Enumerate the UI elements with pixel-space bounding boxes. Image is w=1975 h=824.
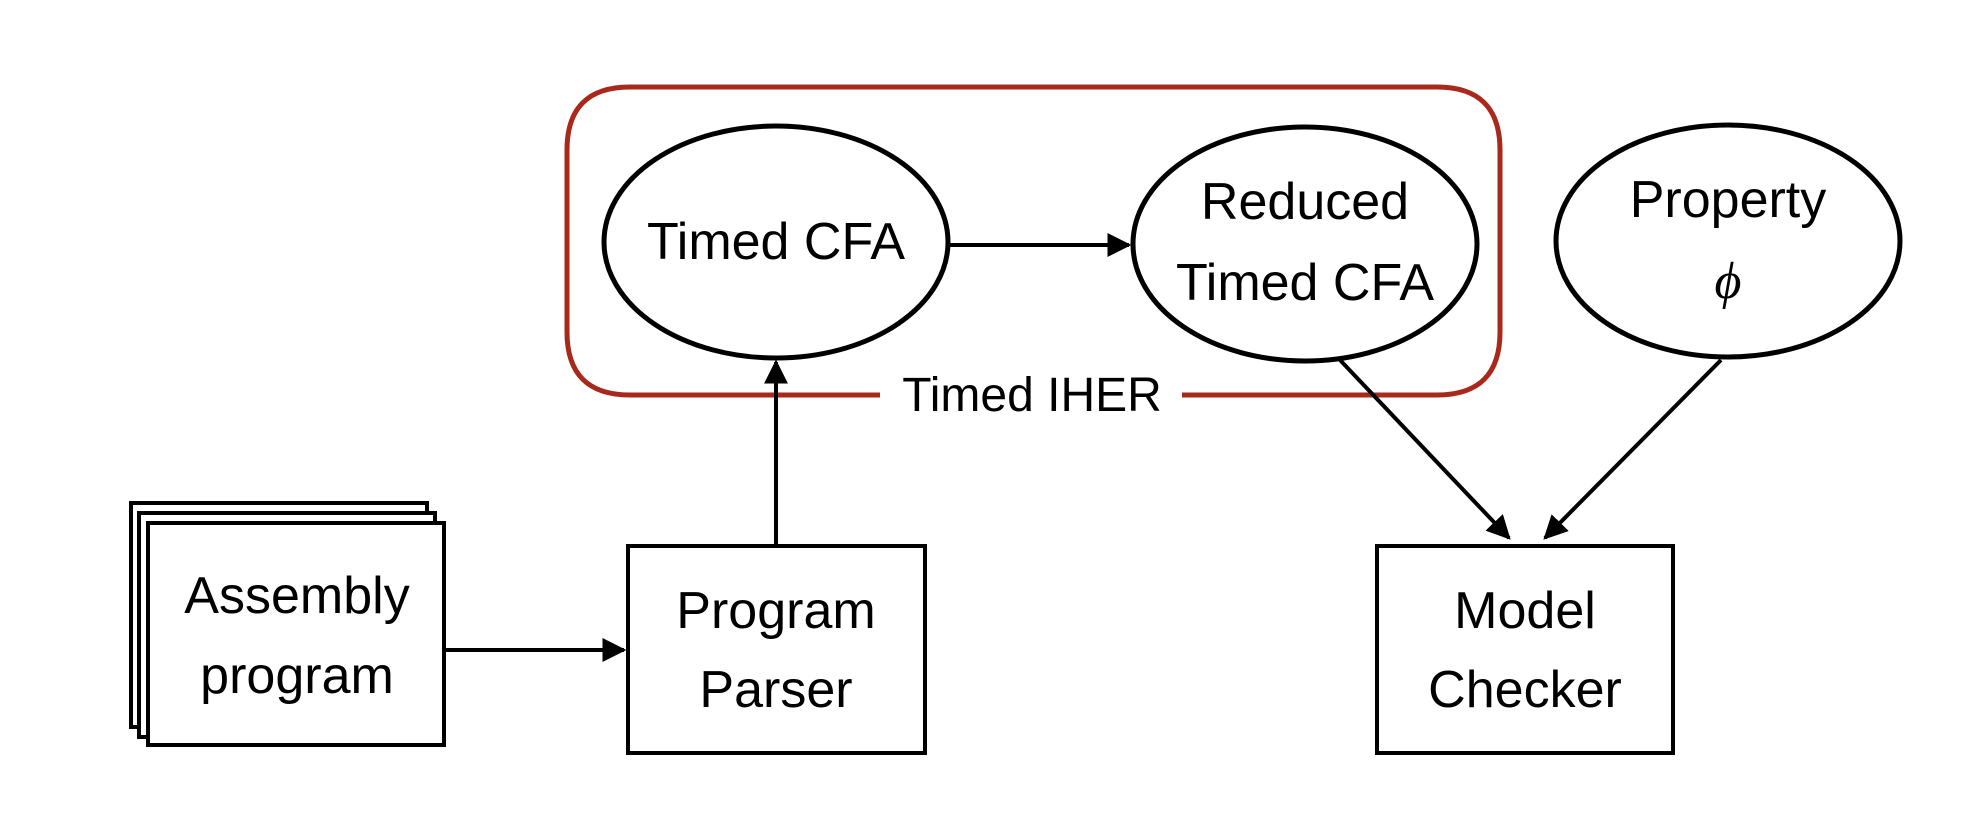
property-ellipse — [1553, 122, 1903, 360]
timed-iher-group: Timed IHER — [564, 84, 1503, 422]
timed-cfa-node: Timed CFA — [601, 123, 951, 361]
assembly-program-page-front — [146, 521, 446, 747]
phi-symbol: ϕ — [1715, 253, 1742, 310]
property-label: Property — [1630, 171, 1827, 229]
model-checker-label-line1: Model — [1454, 582, 1596, 640]
assembly-program-node: Assembly program — [129, 501, 446, 747]
reduced-timed-cfa-label-line1: Reduced — [1201, 173, 1409, 231]
reduced-timed-cfa-ellipse — [1130, 124, 1480, 364]
timed-iher-border — [564, 84, 1503, 398]
program-parser-node: Program Parser — [626, 544, 927, 755]
edge-reduced-to-model-checker — [1338, 358, 1511, 540]
reduced-timed-cfa-label-line2: Timed CFA — [1176, 254, 1434, 312]
edge-property-to-model-checker — [1543, 358, 1723, 540]
timed-cfa-label: Timed CFA — [647, 213, 905, 271]
model-checker-node: Model Checker — [1375, 544, 1675, 755]
timed-iher-label: Timed IHER — [902, 369, 1162, 422]
property-node: Property ϕ — [1553, 122, 1903, 360]
edges — [444, 233, 1723, 662]
program-parser-label-line1: Program — [676, 582, 875, 640]
model-checker-label-line2: Checker — [1428, 661, 1622, 719]
program-parser-label-line2: Parser — [699, 661, 852, 719]
timed-cfa-ellipse — [601, 123, 951, 361]
program-parser-box — [626, 544, 927, 755]
reduced-timed-cfa-node: Reduced Timed CFA — [1130, 124, 1480, 364]
assembly-program-label-line2: program — [200, 647, 394, 705]
model-checker-box — [1375, 544, 1675, 755]
assembly-program-label-line1: Assembly — [184, 567, 409, 625]
